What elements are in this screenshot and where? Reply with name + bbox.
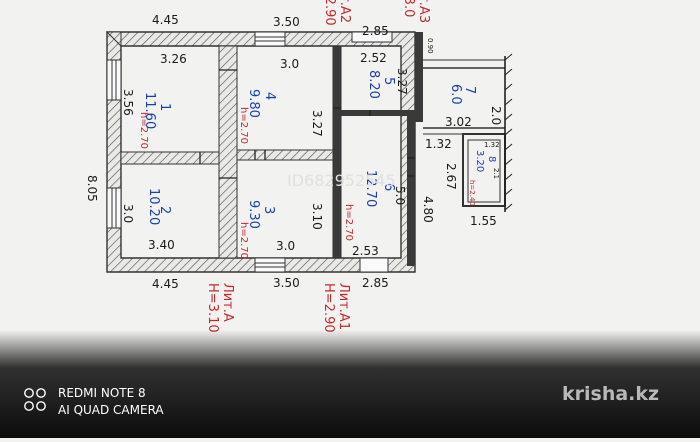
dim-room8-width: 1.55 <box>470 214 497 228</box>
room1-num: 1 <box>157 103 172 111</box>
bottom-shadow <box>0 330 700 438</box>
dim-right-total: 4.80 <box>421 196 435 223</box>
room3-area: 9.30 <box>246 200 261 229</box>
dim-bottom-3: 2.85 <box>362 276 389 290</box>
dim-ext-width: 3.02 <box>445 115 472 129</box>
lit-a-height: Н=3.10 <box>205 283 220 333</box>
room8-num: 8 <box>486 156 497 162</box>
dim-left-total: 8.05 <box>85 175 99 202</box>
dim-room4-width: 3.0 <box>280 57 299 71</box>
dim-room6-width: 2.53 <box>352 244 379 258</box>
camera-sub: AI QUAD CAMERA <box>58 403 164 417</box>
dim-room5-width: 2.52 <box>360 51 387 65</box>
dim-room3-width: 3.0 <box>276 239 295 253</box>
room1-area: 11.60 <box>142 92 157 129</box>
dim-bottom-1: 4.45 <box>152 277 179 291</box>
room6-height: h=2.70 <box>343 204 354 241</box>
dim-ext-height: 2.0 <box>489 106 503 125</box>
extension <box>423 53 513 212</box>
room3-height: h=2.70 <box>238 222 249 259</box>
room4-height: h=2.70 <box>238 107 249 144</box>
dim-room2-height: 3.0 <box>121 204 135 223</box>
dim-top-2: 3.50 <box>273 15 300 29</box>
site-watermark: krisha.kz <box>562 383 659 405</box>
room4-area: 9.80 <box>246 89 261 118</box>
room1-height: h=2.70 <box>138 112 149 149</box>
dim-bottom-2: 3.50 <box>273 276 300 290</box>
dim-room3-height: 3.10 <box>310 203 324 230</box>
room7-num: 7 <box>462 86 477 94</box>
camera-icon <box>24 388 46 411</box>
dim-room8-small: 1.32 <box>484 141 500 149</box>
lit-a3: Лит.А3 <box>416 0 431 23</box>
camera-model: REDMI NOTE 8 <box>58 386 146 400</box>
room8-height: h=2.40 <box>468 180 476 206</box>
dim-room1-height: 3.56 <box>121 89 135 116</box>
dim-room6-height: 5.0 <box>393 186 407 205</box>
room3-num: 3 <box>261 206 276 214</box>
dim-small-mid: 0.90 <box>426 38 434 54</box>
room4-num: 4 <box>262 92 277 100</box>
dim-ext-step: 1.32 <box>425 137 452 151</box>
building-labels: Лит.А Н=3.10 Лит.А1 Н=2.90 Лит.А2 Н=2.90… <box>205 0 431 333</box>
dim-room4-height: 3.27 <box>310 110 324 137</box>
lit-a1: Лит.А1 <box>336 283 351 330</box>
lit-a3-height: Н=3.0 <box>401 0 416 17</box>
dim-top-3: 2.85 <box>362 24 389 38</box>
room5-num: 5 <box>381 77 396 85</box>
dim-ext-stair: 2.67 <box>444 163 458 190</box>
lit-a2-height: Н=2.90 <box>322 0 337 26</box>
dimension-labels: 4.45 3.50 2.85 4.45 3.50 2.85 8.05 4.80 … <box>85 13 503 291</box>
dim-room5-height: 3.27 <box>395 68 409 95</box>
room6-num: 6 <box>381 183 396 191</box>
lit-a2: Лит.А2 <box>337 0 352 23</box>
listing-id-watermark: ID682952545 <box>287 171 396 190</box>
room2-area: 10.20 <box>146 188 161 225</box>
room2-num: 2 <box>157 206 172 214</box>
dim-room1-width: 3.26 <box>160 52 187 66</box>
room7-area: 6.0 <box>448 84 463 105</box>
dim-room2-width: 3.40 <box>148 238 175 252</box>
walls <box>105 31 423 273</box>
lit-a: Лит.А <box>220 283 235 322</box>
dim-small-right: 2.1 <box>492 168 500 179</box>
dim-top-1: 4.45 <box>152 13 179 27</box>
room6-area: 12.70 <box>363 170 378 207</box>
room5-area: 8.20 <box>366 70 381 99</box>
lit-a1-height: Н=2.90 <box>321 283 336 333</box>
room-labels: 1 11.60 h=2.70 2 10.20 4 9.80 h=2.70 3 9… <box>138 70 497 259</box>
room8-area: 3.20 <box>474 150 485 172</box>
